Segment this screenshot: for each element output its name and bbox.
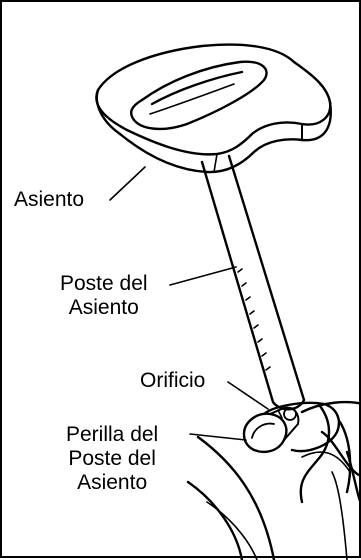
label-perilla-del-poste: Perilla del Poste del Asiento [66,423,159,494]
seat-post-tube [200,154,306,411]
label-asiento: Asiento [14,188,85,211]
seat [95,43,332,174]
leader-perilla [189,433,247,441]
leader-orificio [227,381,269,410]
label-poste-del-asiento: Poste del Asiento [60,272,148,319]
leader-poste [169,266,237,286]
leader-lines [109,166,269,441]
leader-asiento [109,166,146,201]
label-orificio: Orificio [140,369,206,392]
seat-post-knob [242,406,300,454]
bike-frame [186,400,361,560]
seat-tube-collar [262,401,352,504]
